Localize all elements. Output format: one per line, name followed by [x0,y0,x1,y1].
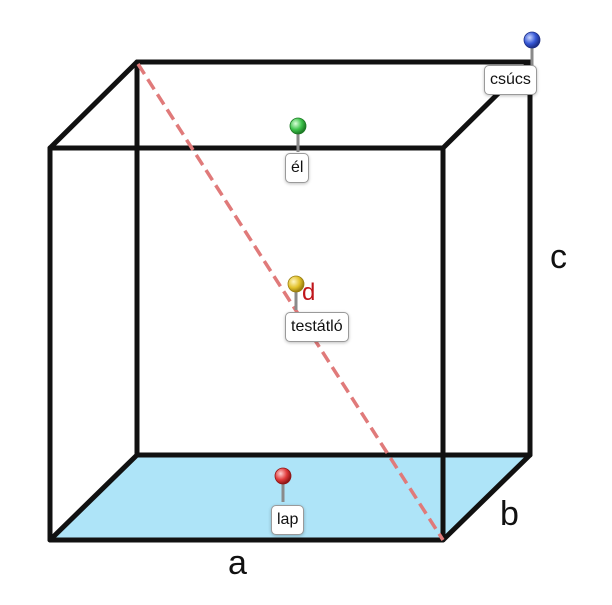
edge-pin-label[interactable]: él [285,153,310,183]
dimension-c-label: c [550,238,567,276]
yellow-pin-icon[interactable] [287,275,305,310]
dimension-a-label: a [228,544,247,582]
dimension-b-label: b [500,495,519,533]
face-pin-label[interactable]: lap [271,505,305,535]
red-pin-icon[interactable] [274,467,292,502]
blue-pin-icon[interactable] [523,31,541,66]
vertex-pin-label[interactable]: csúcs [484,65,537,95]
left-top-connector-edge [47,59,140,151]
diagonal-letter-d: d [302,279,316,306]
diagonal-pin-label[interactable]: testátló [285,312,349,342]
green-pin-icon[interactable] [289,117,307,152]
bottom-face [50,455,530,540]
space-diagonal [136,63,445,541]
left-bottom-connector-edge [47,452,140,543]
